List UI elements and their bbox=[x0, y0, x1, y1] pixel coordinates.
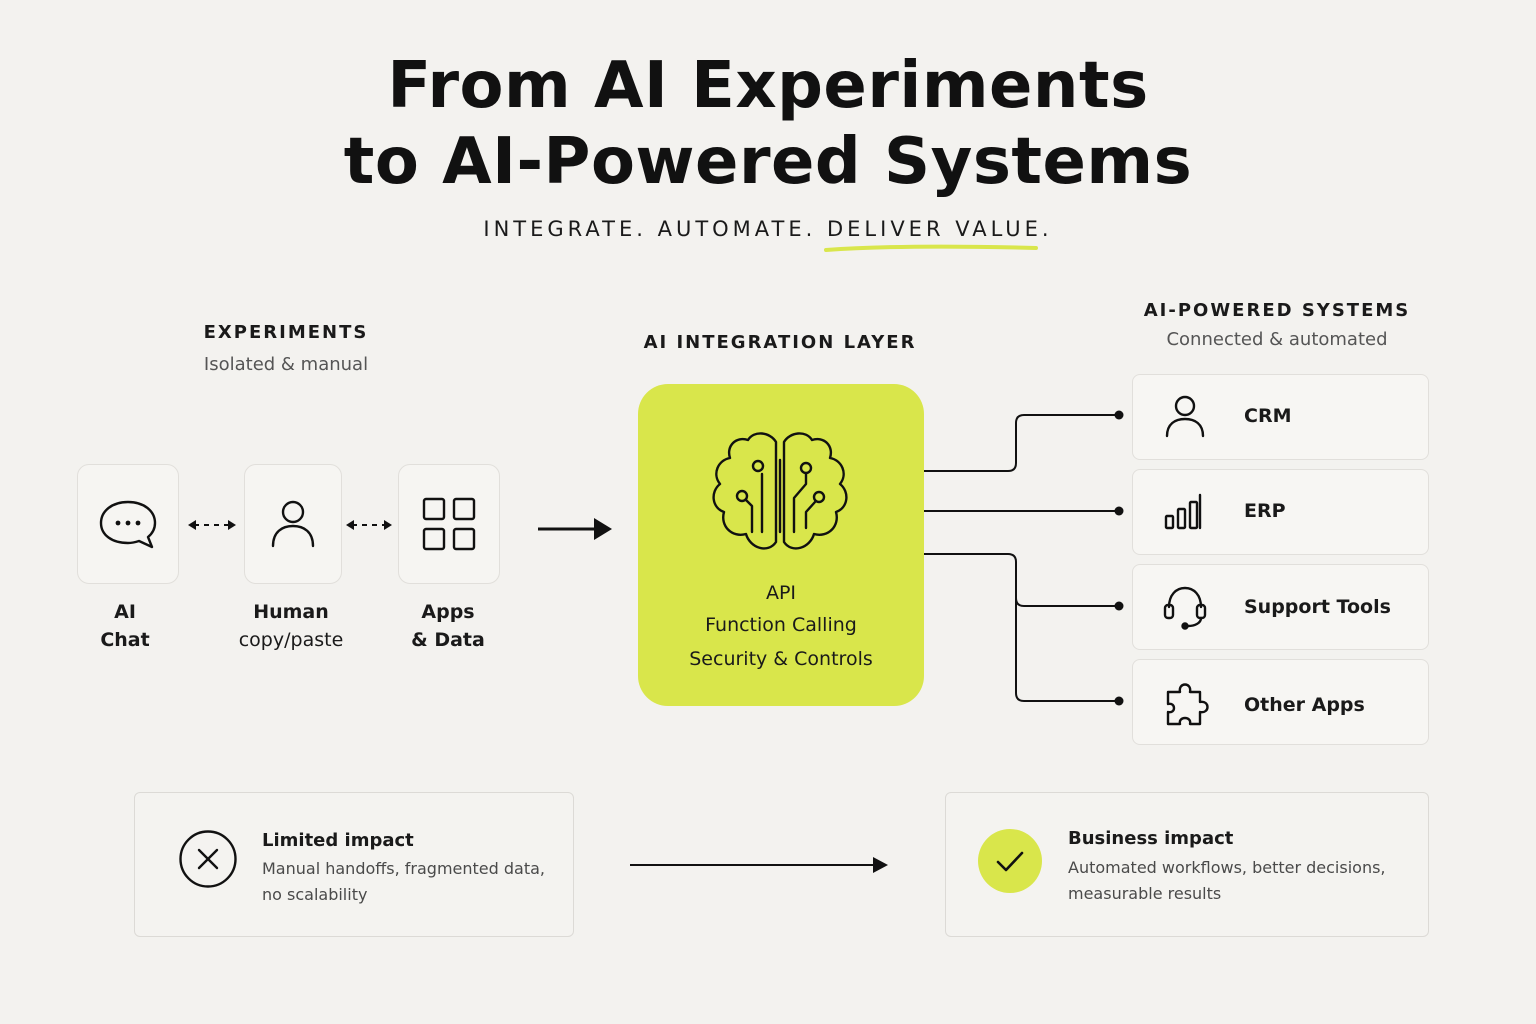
integration-core bbox=[638, 384, 924, 706]
ai-chat-label-line2: Chat bbox=[100, 629, 150, 651]
limited-impact-text-1: Manual handoffs, fragmented data, bbox=[262, 859, 546, 878]
system-label-crm: CRM bbox=[1244, 405, 1292, 427]
systems-subtitle: Connected & automated bbox=[1166, 329, 1388, 350]
tagline-highlight: DELIVER VALUE bbox=[826, 217, 1042, 241]
system-label-other-apps: Other Apps bbox=[1244, 694, 1365, 716]
experiments-heading: EXPERIMENTS bbox=[203, 322, 369, 343]
ai-chat-tile bbox=[77, 464, 179, 584]
title-line-2: to AI-Powered Systems bbox=[343, 125, 1193, 199]
system-card-other-apps bbox=[1132, 659, 1429, 745]
system-label-erp: ERP bbox=[1244, 500, 1286, 522]
experiments-subtitle: Isolated & manual bbox=[203, 354, 369, 375]
person-icon bbox=[271, 500, 315, 548]
limited-impact-text-2: no scalability bbox=[262, 885, 368, 904]
headset-icon bbox=[1163, 586, 1207, 630]
apps-data-tile bbox=[398, 464, 500, 584]
ai-chat-label: AI Chat bbox=[75, 598, 175, 654]
dashed-arrow-2 bbox=[346, 520, 392, 530]
tagline: INTEGRATE. AUTOMATE. DELIVER VALUE. bbox=[0, 217, 1536, 241]
business-impact-text-1: Automated workflows, better decisions, bbox=[1068, 858, 1386, 877]
human-tile bbox=[244, 464, 342, 584]
integration-line-security: Security & Controls bbox=[689, 648, 873, 670]
integration-heading: AI INTEGRATION LAYER bbox=[643, 332, 917, 353]
x-circle-icon bbox=[179, 830, 237, 888]
apps-data-label-line2: & Data bbox=[411, 629, 485, 651]
limited-impact-title: Limited impact bbox=[262, 830, 414, 851]
system-card-erp bbox=[1132, 469, 1429, 555]
flow-arrow bbox=[538, 518, 612, 540]
chat-bubble-icon bbox=[99, 500, 157, 549]
tagline-underline bbox=[824, 244, 1038, 252]
business-impact-text-2: measurable results bbox=[1068, 884, 1222, 903]
system-card-support bbox=[1132, 564, 1429, 650]
systems-heading: AI-POWERED SYSTEMS bbox=[1143, 300, 1411, 321]
puzzle-icon bbox=[1166, 683, 1209, 726]
integration-line-function-calling: Function Calling bbox=[705, 614, 857, 636]
tagline-part-1: INTEGRATE. AUTOMATE. bbox=[483, 217, 827, 241]
integration-line-api: API bbox=[765, 582, 797, 604]
grid-apps-icon bbox=[422, 497, 476, 551]
tagline-part-3: . bbox=[1041, 217, 1053, 241]
person-icon bbox=[1165, 395, 1205, 438]
business-impact-title: Business impact bbox=[1068, 828, 1234, 849]
system-label-support: Support Tools bbox=[1244, 596, 1391, 618]
brain-circuit-icon bbox=[712, 432, 848, 550]
human-label-line2: copy/paste bbox=[238, 629, 344, 651]
apps-data-label: Apps & Data bbox=[388, 598, 508, 654]
system-connectors bbox=[924, 410, 1124, 706]
limited-impact-card bbox=[134, 792, 574, 937]
dashed-arrow-1 bbox=[188, 520, 236, 530]
apps-data-label-line1: Apps bbox=[421, 601, 475, 623]
check-circle-icon bbox=[978, 829, 1042, 893]
ai-chat-label-line1: AI bbox=[114, 601, 136, 623]
system-card-crm bbox=[1132, 374, 1429, 460]
impact-arrow bbox=[630, 857, 888, 873]
human-label-line1: Human bbox=[253, 601, 329, 623]
bar-chart-icon bbox=[1164, 493, 1202, 530]
human-label: Human copy/paste bbox=[221, 598, 361, 654]
title-line-1: From AI Experiments bbox=[387, 49, 1149, 123]
